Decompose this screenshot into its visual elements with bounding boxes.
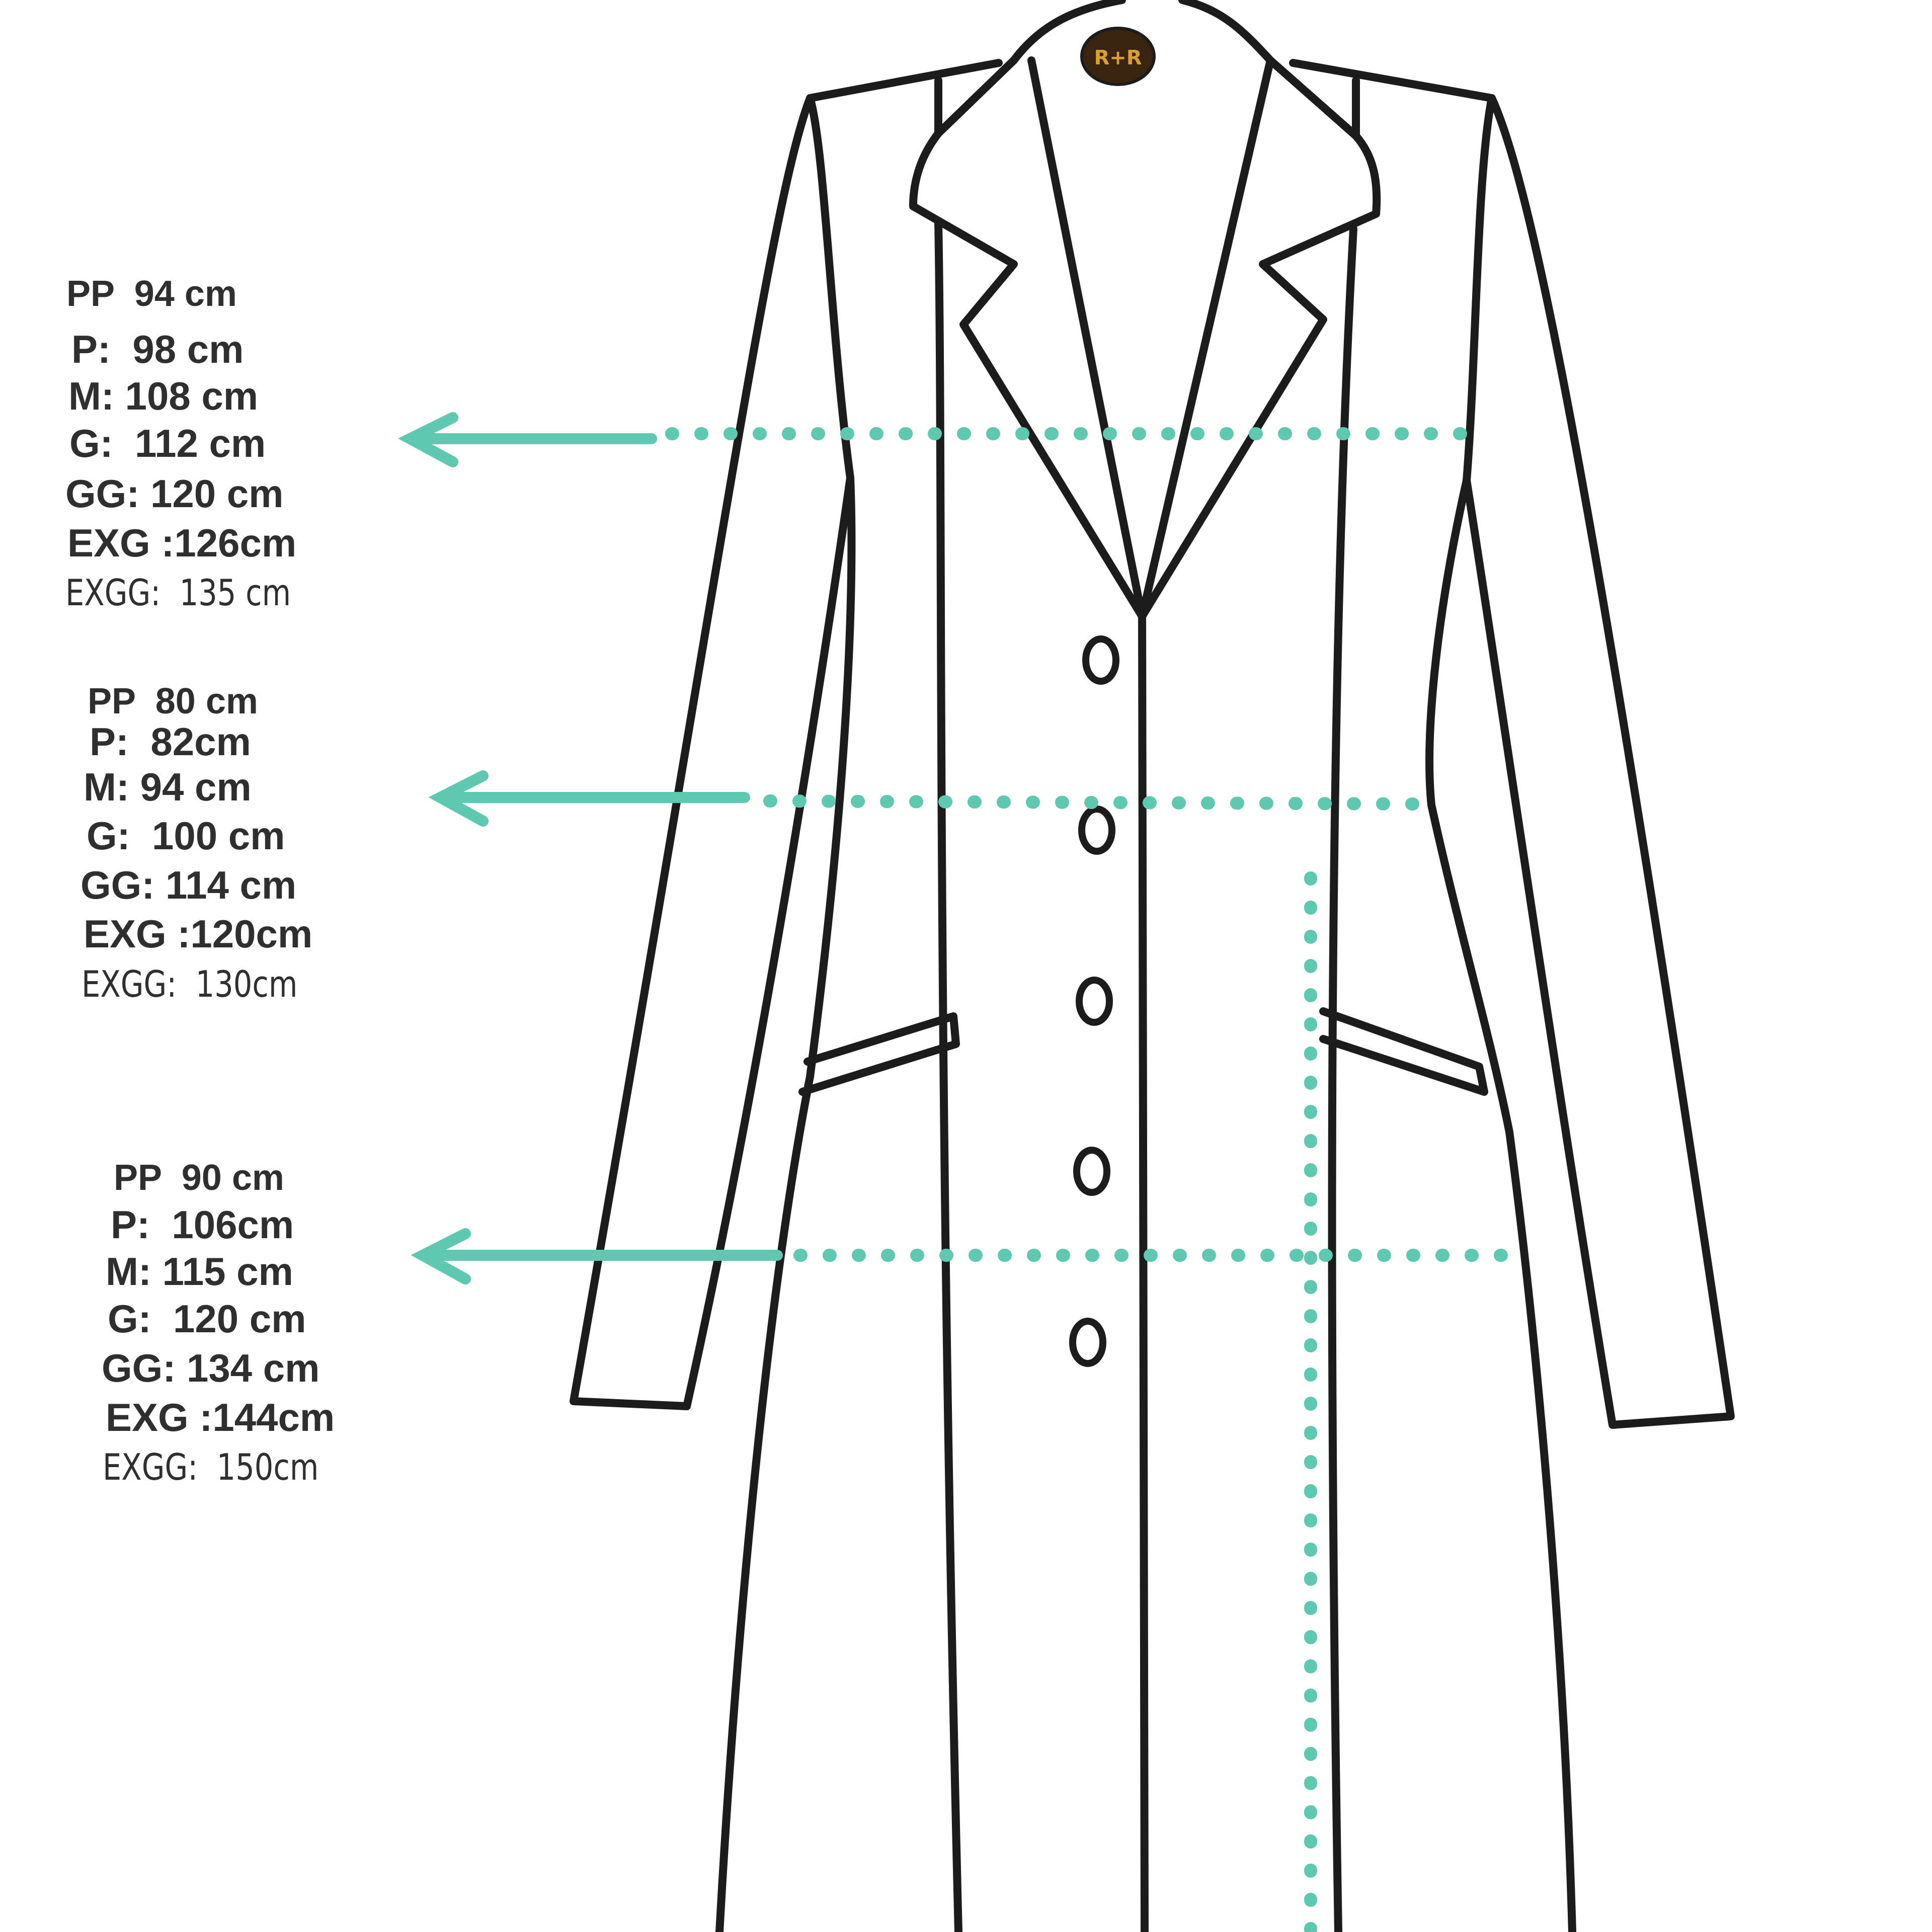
- brand-logo-icon: R+R: [1080, 27, 1156, 86]
- bust-arrow: [398, 412, 657, 467]
- svg-text:R+R: R+R: [1094, 46, 1142, 69]
- size-exg: EXG :144cm: [106, 1395, 335, 1439]
- right-pocket: [1319, 1007, 1488, 1096]
- waist-dotted-line: [763, 794, 1423, 811]
- button: [1069, 1318, 1106, 1367]
- size-pp: PP 94 cm: [66, 274, 237, 314]
- size-gg: GG: 114 cm: [80, 863, 297, 907]
- left-princess-seam: [934, 76, 962, 1932]
- size-exgg: EXGG: 150cm: [103, 1446, 319, 1488]
- button: [1076, 977, 1113, 1026]
- size-gg: GG: 120 cm: [65, 471, 284, 516]
- size-p: P: 106cm: [111, 1202, 294, 1247]
- size-p: P: 82cm: [90, 719, 251, 764]
- size-pp: PP 90 cm: [114, 1158, 284, 1198]
- left-lapel: [909, 56, 1146, 620]
- size-m: M: 94 cm: [84, 765, 252, 809]
- right-sleeve: [1463, 94, 1735, 1429]
- measure-lines: [398, 412, 1518, 1932]
- coat-outline: [570, 0, 1735, 1932]
- hip-arrow: [411, 1228, 783, 1284]
- waist-arrow: [428, 770, 750, 827]
- back-collar: [1010, 0, 1274, 64]
- size-exgg: EXGG: 135 cm: [65, 572, 291, 614]
- button: [1082, 635, 1119, 685]
- size-m: M: 108 cm: [68, 374, 259, 418]
- size-m: M: 115 cm: [106, 1249, 293, 1294]
- size-g: G: 120 cm: [108, 1297, 306, 1341]
- button: [1078, 806, 1115, 855]
- size-g: G: 100 cm: [87, 814, 285, 858]
- right-princess-seam: [1328, 76, 1360, 1932]
- size-exg: EXG :126cm: [67, 521, 297, 565]
- size-gg: GG: 134 cm: [102, 1346, 320, 1390]
- right-lapel: [1138, 56, 1381, 620]
- size-exg: EXG :120cm: [84, 912, 313, 956]
- buttons: [1069, 635, 1119, 1367]
- right-body-side: [1289, 59, 1576, 1932]
- left-body-side: [715, 59, 1003, 1932]
- left-sleeve: [570, 94, 854, 1410]
- center-front-line: [1138, 612, 1149, 1932]
- size-exgg: EXGG: 130cm: [82, 963, 298, 1005]
- size-pp: PP 80 cm: [88, 681, 258, 721]
- button: [1073, 1147, 1110, 1196]
- left-pocket: [798, 1012, 960, 1096]
- size-g: G: 112 cm: [69, 421, 266, 465]
- size-p: P: 98 cm: [71, 327, 244, 371]
